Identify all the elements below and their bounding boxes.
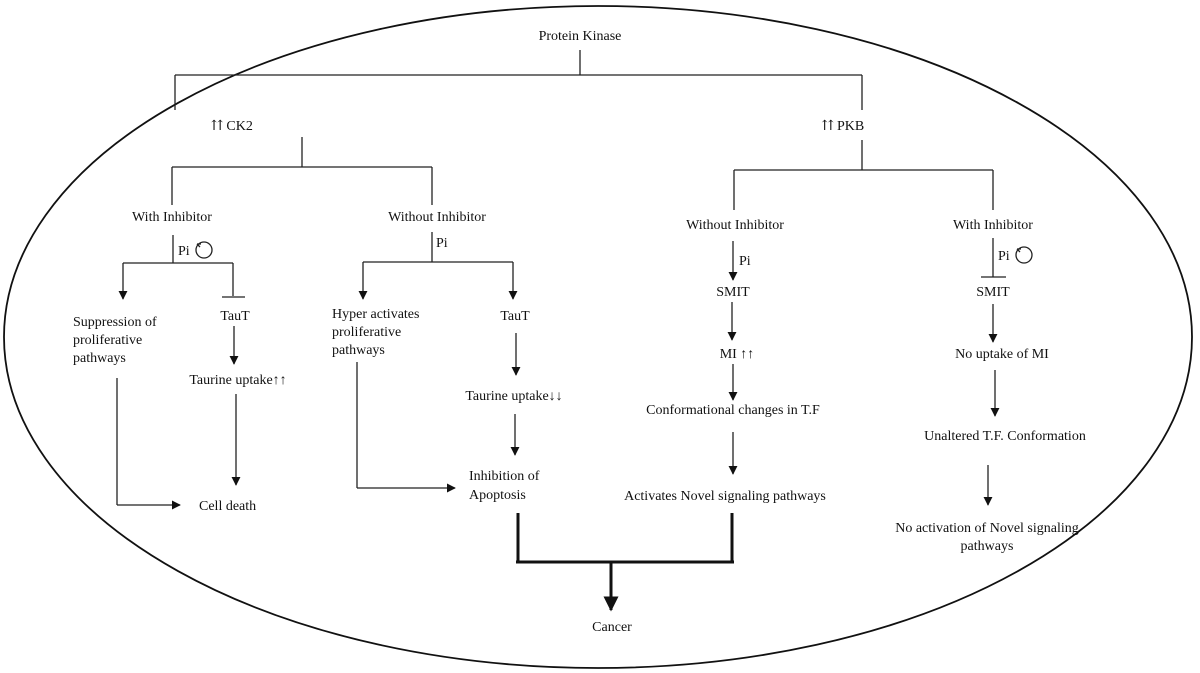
ck2-with-inhibitor-label: With Inhibitor: [132, 210, 212, 225]
pkb-without-conformation: Conformational changes in T.F: [646, 403, 820, 418]
pkb-with-inhibitor-pi: Pi: [998, 249, 1010, 264]
suppression-text: pathways: [73, 351, 126, 366]
no-activation-novel-pathways: No activation of Novel signaling: [895, 521, 1079, 536]
cell-death-label: Cell death: [199, 499, 256, 514]
pkb-without-mi: MI ↑↑: [720, 347, 755, 362]
suppression-text: Suppression of: [73, 315, 157, 330]
cancer-label: Cancer: [592, 620, 632, 635]
pkb-with-smit: SMIT: [976, 285, 1010, 300]
no-phosphorylation-icon: [195, 241, 213, 259]
inhibition-of-apoptosis: Apoptosis: [469, 488, 526, 503]
hyper-activates-text: proliferative: [332, 325, 401, 340]
activates-novel-pathways: Activates Novel signaling pathways: [624, 489, 826, 504]
no-phosphorylation-icon: [1015, 246, 1033, 264]
ck2-label: ⇈ CK2: [210, 119, 253, 134]
unaltered-tf-conformation: Unaltered T.F. Conformation: [924, 429, 1086, 444]
pkb-without-inhibitor-pi: Pi: [739, 254, 751, 269]
pkb-without-smit: SMIT: [716, 285, 750, 300]
protein-kinase-label: Protein Kinase: [539, 29, 622, 44]
no-activation-novel-pathways: pathways: [961, 539, 1014, 554]
ck2-with-taurine-uptake: Taurine uptake↑↑: [189, 373, 286, 388]
pkb-label: ⇈ PKB: [821, 119, 864, 134]
cell-boundary-ellipse: [3, 5, 1193, 669]
pkb-with-inhibitor-label: With Inhibitor: [953, 218, 1033, 233]
ck2-without-inhibitor-label: Without Inhibitor: [388, 210, 486, 225]
ck2-without-taurine-uptake: Taurine uptake↓↓: [465, 389, 562, 404]
no-uptake-of-mi: No uptake of MI: [955, 347, 1049, 362]
hyper-activates-text: Hyper activates: [332, 307, 419, 322]
ck2-without-inhibitor-pi: Pi: [436, 236, 448, 251]
ck2-without-taut: TauT: [500, 309, 530, 324]
ck2-with-inhibitor-pi: Pi: [178, 244, 190, 259]
inhibition-of-apoptosis: Inhibition of: [469, 469, 540, 484]
ck2-with-taut: TauT: [220, 309, 250, 324]
suppression-text: proliferative: [73, 333, 142, 348]
pkb-without-inhibitor-label: Without Inhibitor: [686, 218, 784, 233]
hyper-activates-text: pathways: [332, 343, 385, 358]
